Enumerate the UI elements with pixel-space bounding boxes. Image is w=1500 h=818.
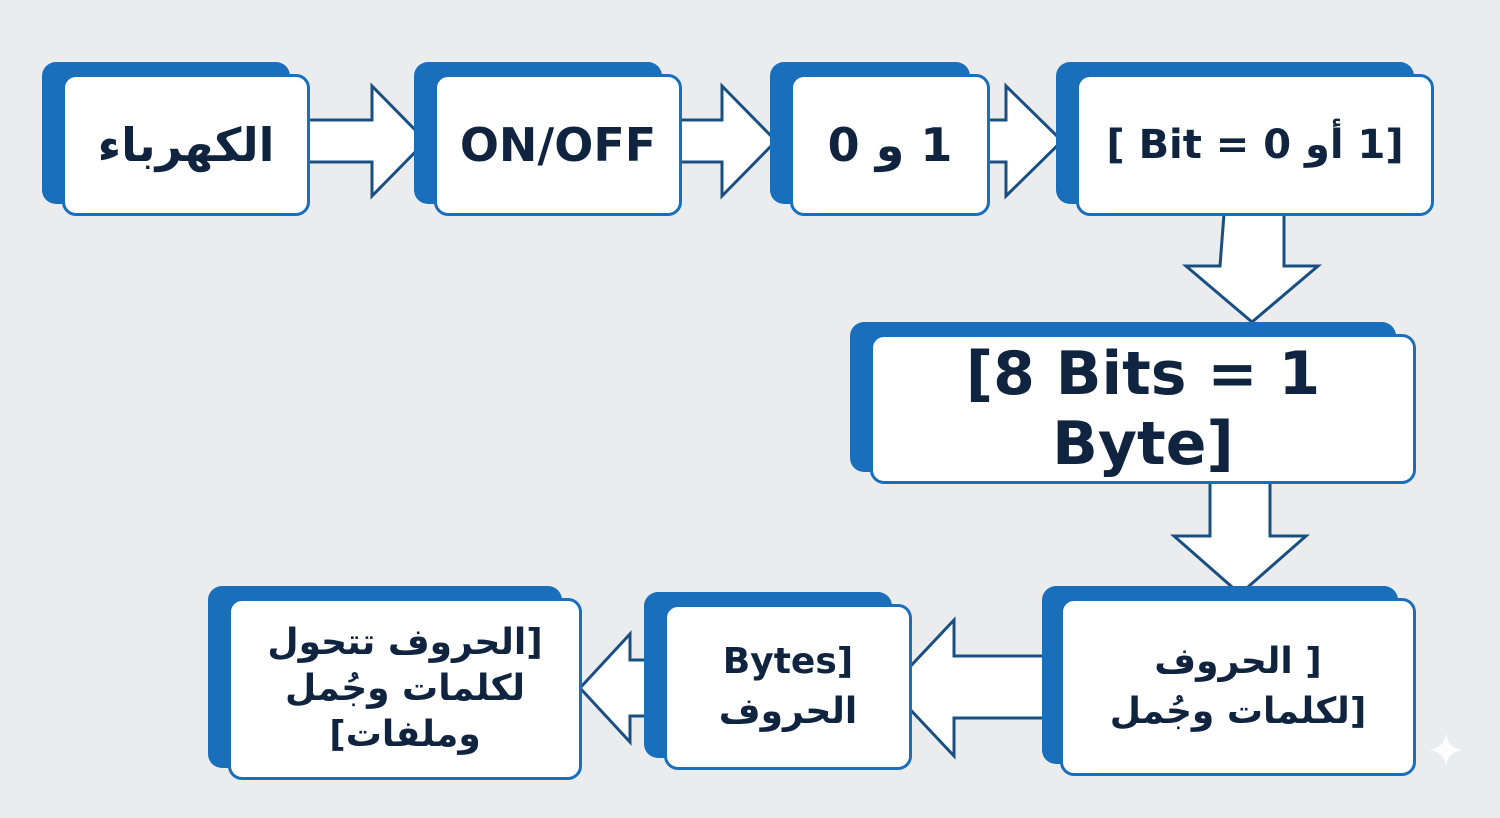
node-byte: [8 Bits = 1 Byte] bbox=[850, 322, 1416, 484]
arrow-down-1 bbox=[1181, 212, 1323, 324]
node-letters-files-line-1: [الحروف تتحول bbox=[267, 622, 543, 663]
node-on-off-label: ON/OFF bbox=[459, 118, 657, 172]
node-bytes-letters-line-1: [Bytes bbox=[722, 641, 854, 682]
node-bytes-letters-line-2: الحروف bbox=[718, 691, 858, 732]
arrow-left-2 bbox=[577, 630, 654, 746]
node-bytes-letters: [Bytes الحروف bbox=[644, 592, 912, 770]
sparkle-icon bbox=[1430, 734, 1462, 766]
node-letters: [ الحروف [لكلمات وجُمل bbox=[1042, 586, 1416, 776]
node-letters-files-line-3: وملفات] bbox=[329, 714, 481, 755]
arrow-right-3 bbox=[986, 82, 1065, 200]
arrow-down-2 bbox=[1170, 480, 1310, 596]
arrow-right-2 bbox=[678, 82, 779, 200]
arrow-left-1 bbox=[887, 616, 1048, 760]
node-bit: [1 أو Bit = 0 ] bbox=[1056, 62, 1434, 216]
node-letters-line-2: [لكلمات وجُمل bbox=[1109, 691, 1367, 732]
node-bit-label: [1 أو Bit = 0 ] bbox=[1106, 122, 1404, 168]
node-byte-label: [8 Bits = 1 Byte] bbox=[965, 339, 1321, 479]
arrow-right-1 bbox=[306, 82, 429, 200]
node-zero-one: 1 و 0 bbox=[770, 62, 990, 216]
node-electricity-label: الكهرباء bbox=[97, 118, 275, 172]
node-letters-files-line-2: لكلمات وجُمل bbox=[284, 668, 526, 709]
node-letters-line-1: [ الحروف bbox=[1154, 641, 1322, 682]
node-electricity: الكهرباء bbox=[42, 62, 310, 216]
node-on-off: ON/OFF bbox=[414, 62, 682, 216]
node-zero-one-label: 1 و 0 bbox=[827, 118, 953, 172]
node-letters-files: [الحروف تتحول لكلمات وجُمل وملفات] bbox=[208, 586, 582, 780]
